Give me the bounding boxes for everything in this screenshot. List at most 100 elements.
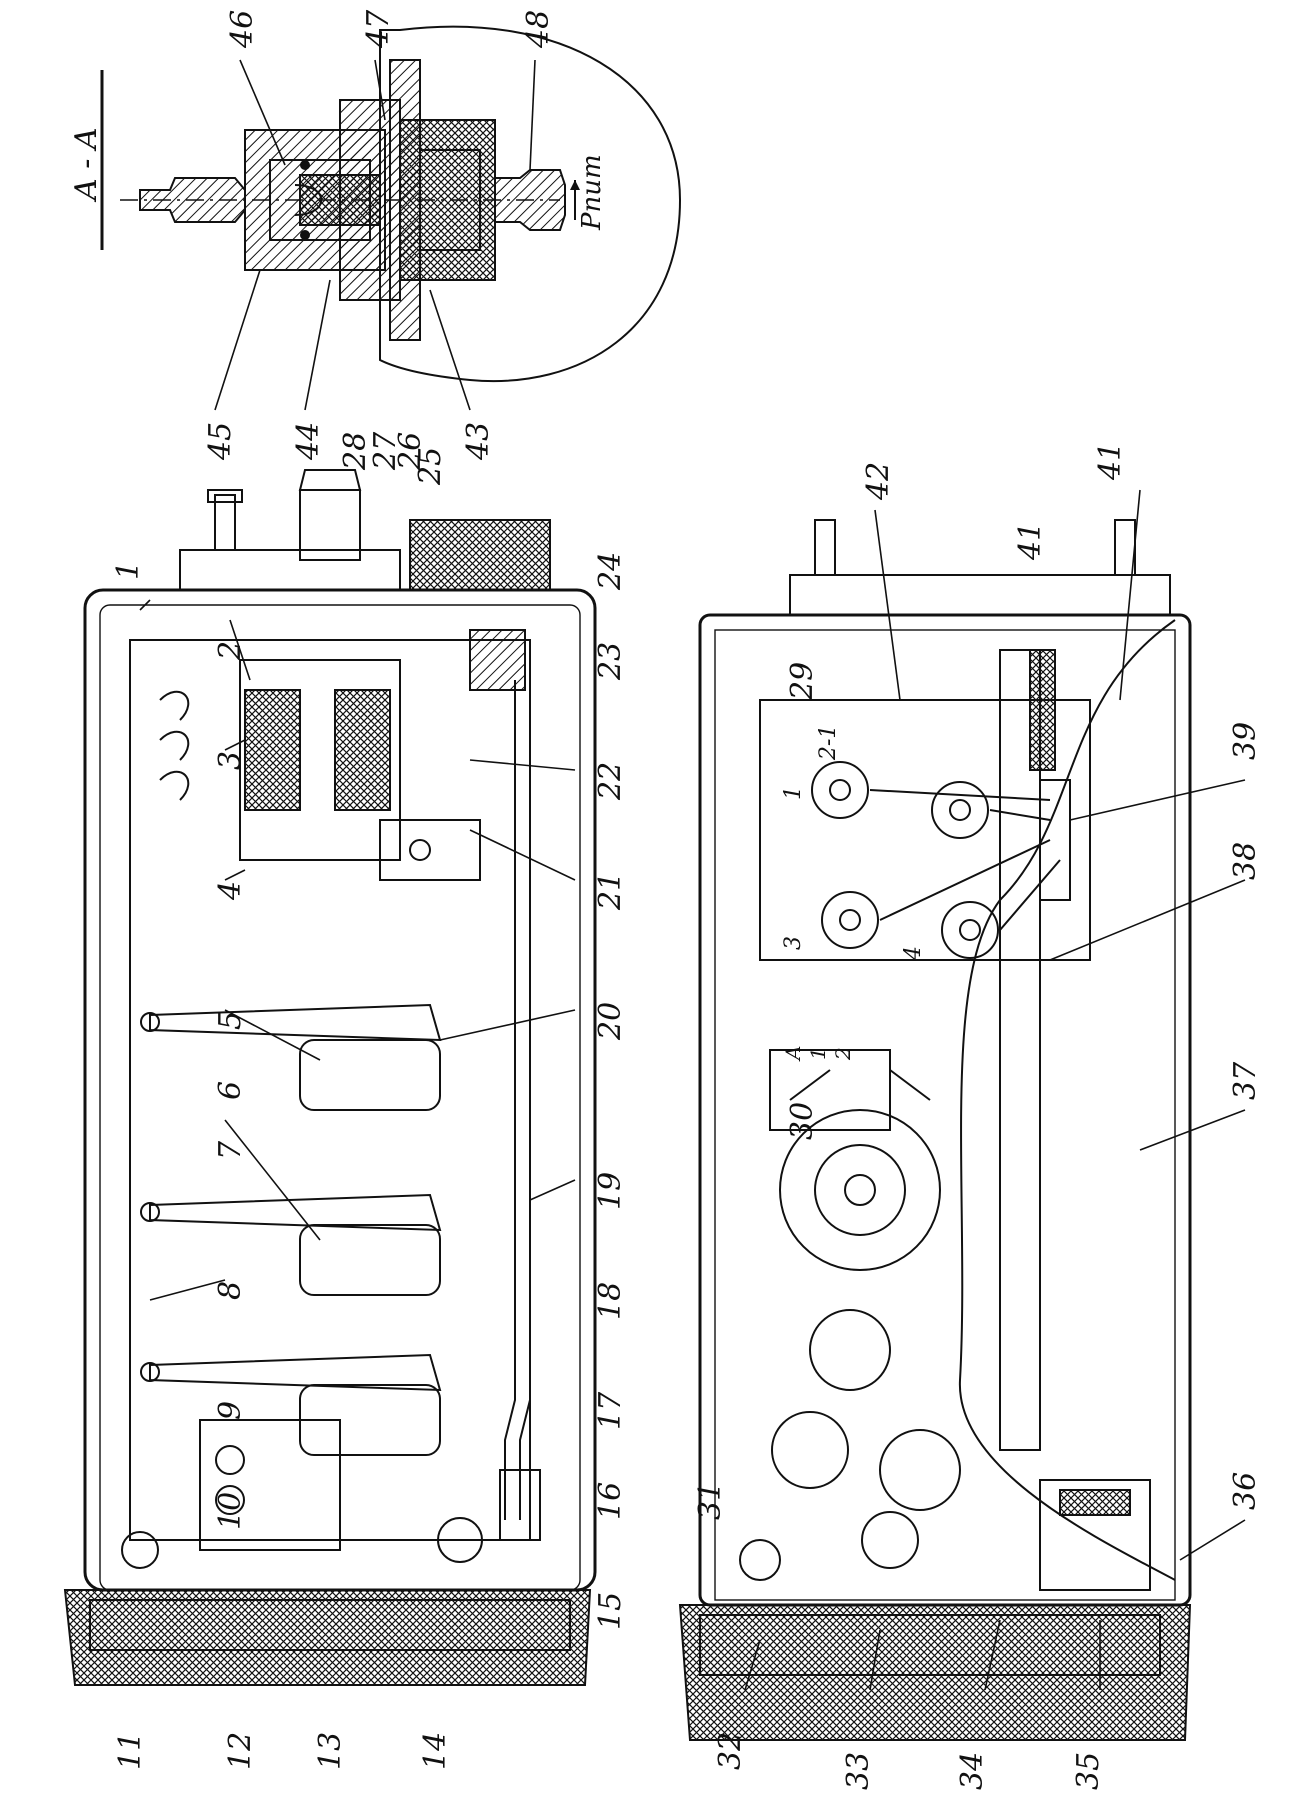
spring-41: [1029, 649, 1056, 771]
motor-30-shaft: [844, 1174, 876, 1206]
gear-d: [861, 1511, 919, 1569]
motor-30-inner: [814, 1144, 906, 1236]
label-7: 7: [213, 1140, 248, 1160]
pivot-7: [140, 1202, 160, 1222]
gear-c: [879, 1429, 961, 1511]
label-19: 19: [593, 1172, 628, 1210]
label-29: 29: [785, 662, 820, 701]
terminal-post-4-core: [959, 919, 981, 941]
capillary-coils: [159, 690, 190, 801]
leader-37: [1139, 1109, 1246, 1151]
gear-14: [437, 1517, 483, 1563]
seal-ring-lower: [300, 230, 310, 240]
lower-casing-inner: [714, 629, 1176, 1601]
label-22: 22: [593, 762, 628, 801]
leader-5: [224, 1009, 321, 1061]
label-18: 18: [593, 1282, 628, 1320]
label-43: 43: [461, 422, 496, 461]
label-15: 15: [593, 1592, 628, 1630]
wire-bundle: [869, 789, 1061, 931]
leader-46: [239, 59, 286, 166]
label-1: 1: [111, 561, 146, 580]
leader-48: [529, 59, 536, 171]
label-12: 12: [223, 1732, 258, 1770]
label-16: 16: [593, 1482, 628, 1520]
leader-3: [224, 739, 246, 751]
leader-21: [469, 829, 576, 881]
label-2: 2: [213, 641, 248, 661]
section-balloon: [379, 25, 682, 382]
terminal-post-1: [811, 761, 869, 819]
mark-3: 3: [781, 936, 806, 950]
terminal-post-1-core: [829, 779, 851, 801]
leader-47: [374, 59, 386, 121]
upper-cover-recess: [89, 1599, 571, 1651]
label-3: 3: [213, 751, 248, 770]
lower-stud-left: [814, 519, 836, 576]
label-8: 8: [213, 1281, 248, 1300]
leader-38: [1049, 879, 1246, 961]
terminal-post-2: [821, 891, 879, 949]
upper-front-cover: [63, 1589, 592, 1686]
label-35: 35: [1071, 1752, 1106, 1790]
label-21: 21: [593, 872, 628, 911]
label-5: 5: [213, 1011, 248, 1030]
label-10: 10: [213, 1492, 248, 1530]
cam-2: [215, 1485, 245, 1515]
leader-2: [229, 619, 251, 681]
gear-a: [809, 1309, 891, 1391]
leader-36: [1179, 1519, 1246, 1561]
lever-6: [149, 1003, 442, 1042]
cam-1: [215, 1445, 245, 1475]
reset-knob: [121, 1531, 159, 1569]
label-48: 48: [521, 10, 556, 49]
label-39: 39: [1228, 722, 1263, 760]
label-11: 11: [113, 1732, 148, 1770]
cutaway-edge: [958, 619, 1176, 1581]
tube-19-outer: [519, 680, 531, 1520]
outlet-nipple: [494, 169, 566, 231]
label-37: 37: [1228, 1061, 1263, 1100]
lower-cover-recess: [699, 1614, 1161, 1676]
bellows-3: [244, 689, 301, 811]
label-33: 33: [841, 1752, 876, 1790]
label-17: 17: [593, 1391, 628, 1430]
tube-19: [504, 680, 516, 1520]
terminal-post-3: [931, 781, 989, 839]
label-26: 26: [393, 432, 428, 471]
lever-9: [149, 1353, 442, 1392]
label-38: 38: [1228, 842, 1263, 880]
terminal-post-2-core: [839, 909, 861, 931]
pivot-9: [140, 1362, 160, 1382]
label-13: 13: [313, 1732, 348, 1770]
lower-top-plate: [789, 574, 1171, 616]
section-a-a: A - A Pпит 45 44 43 46 47: [69, 9, 682, 461]
bellows-housing: [239, 659, 401, 861]
terminal-post-4: [941, 901, 999, 959]
leader-44: [304, 279, 331, 411]
leader-39: [1069, 779, 1246, 821]
microswitch-20: [299, 1039, 441, 1111]
rack-38: [999, 649, 1041, 1451]
label-34: 34: [955, 1752, 990, 1790]
cam-spring: [1059, 1489, 1131, 1516]
corner-bracket: [469, 629, 526, 691]
gear-b: [771, 1411, 849, 1489]
label-45: 45: [203, 422, 238, 461]
lever-7: [149, 1193, 442, 1232]
leader-19: [529, 1179, 576, 1201]
small-terminal-block: [769, 1049, 891, 1131]
lever-31-pivot: [739, 1539, 781, 1581]
leader-7: [224, 1119, 321, 1241]
connector-cap: [298, 469, 362, 491]
label-32: 32: [713, 1732, 748, 1770]
pressure-arrow-head: [570, 180, 580, 190]
mark-1: 1: [781, 786, 806, 800]
unit-view-lower: 2-1 1 3 4 A 1 2: [678, 519, 1192, 1741]
contact-group: [379, 819, 481, 881]
unit-view-upper: [63, 469, 597, 1686]
terminal-board: [759, 699, 1091, 961]
upper-top-plate: [179, 549, 401, 591]
label-24: 24: [593, 552, 628, 591]
seal-ring-upper: [300, 160, 310, 170]
